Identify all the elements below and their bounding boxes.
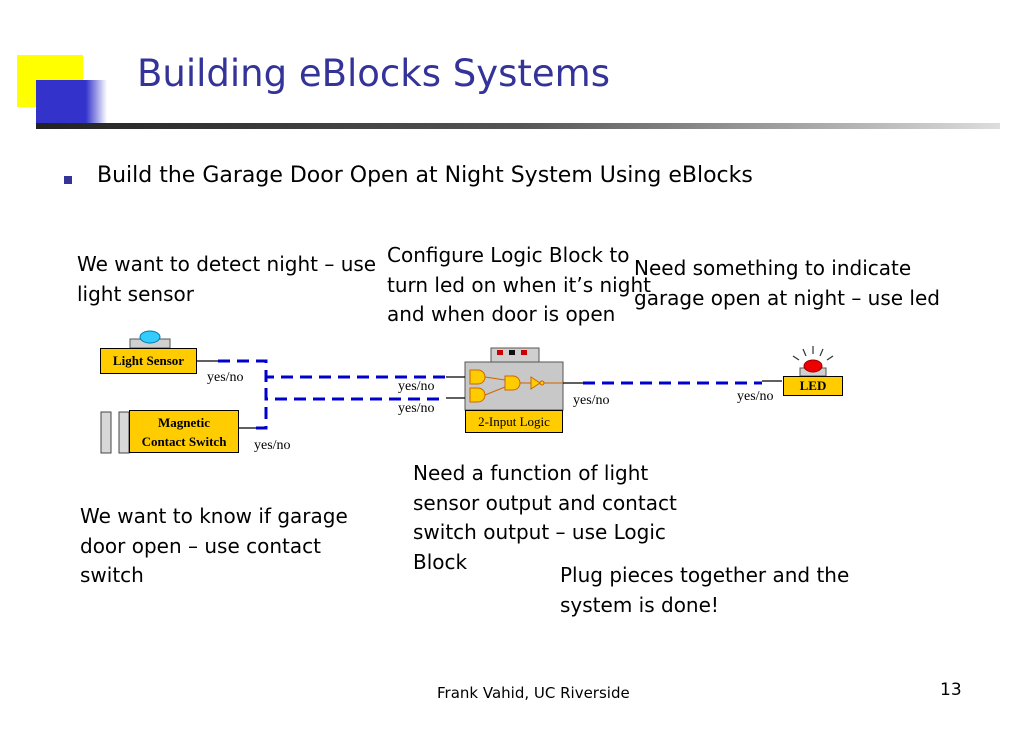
title-rule [36,123,1000,129]
led-bulb-icon [803,359,823,373]
magnetic-switch-block: Magnetic Contact Switch [129,410,239,453]
magnetic-label-line2: Contact Switch [141,434,227,449]
signal-label-in-top: yes/no [398,379,435,394]
signal-label-led-in: yes/no [737,389,774,404]
slide-title: Building eBlocks Systems [137,52,610,95]
led-block: LED [783,376,843,396]
footer-credit: Frank Vahid, UC Riverside [437,684,630,702]
note-led: Need something to indicate garage open a… [634,256,940,310]
and-gate-3-icon [504,375,521,391]
page-number: 13 [940,680,962,700]
bullet-square-icon [64,176,72,184]
bullet-text: Build the Garage Door Open at Night Syst… [97,163,753,188]
and-gate-1-icon [469,369,486,385]
decor-blue-square [36,80,107,128]
note-plug: Plug pieces together and the system is d… [560,563,850,617]
light-sensor-dome-icon [139,330,161,344]
light-sensor-label: Light Sensor [112,353,185,368]
signal-label-in-bottom: yes/no [398,401,435,416]
logic-label: 2-Input Logic [478,414,550,429]
signal-wires [218,359,762,430]
magnet-bar-right [118,411,130,454]
led-label: LED [799,378,827,393]
logic-label-block: 2-Input Logic [465,410,563,433]
logic-pin-1 [497,350,503,355]
logic-pin-2 [509,350,515,355]
magnet-bar-left [100,411,112,454]
note-logic-config: Configure Logic Block to turn led on whe… [387,243,651,326]
note-logic-function: Need a function of light sensor output a… [413,461,677,574]
wire-switch-to-logic [256,375,446,430]
and-gate-2-icon [469,387,486,403]
signal-label-light: yes/no [207,370,244,385]
signal-label-logic-out: yes/no [573,393,610,408]
led-rays-icon [792,346,834,361]
note-contact-switch: We want to know if garage door open – us… [80,504,348,587]
note-light-sensor: We want to detect night – use light sens… [77,252,377,306]
light-sensor-block: Light Sensor [100,348,197,374]
signal-label-switch: yes/no [254,438,291,453]
magnetic-label-line1: Magnetic [158,415,210,430]
logic-pin-3 [521,350,527,355]
